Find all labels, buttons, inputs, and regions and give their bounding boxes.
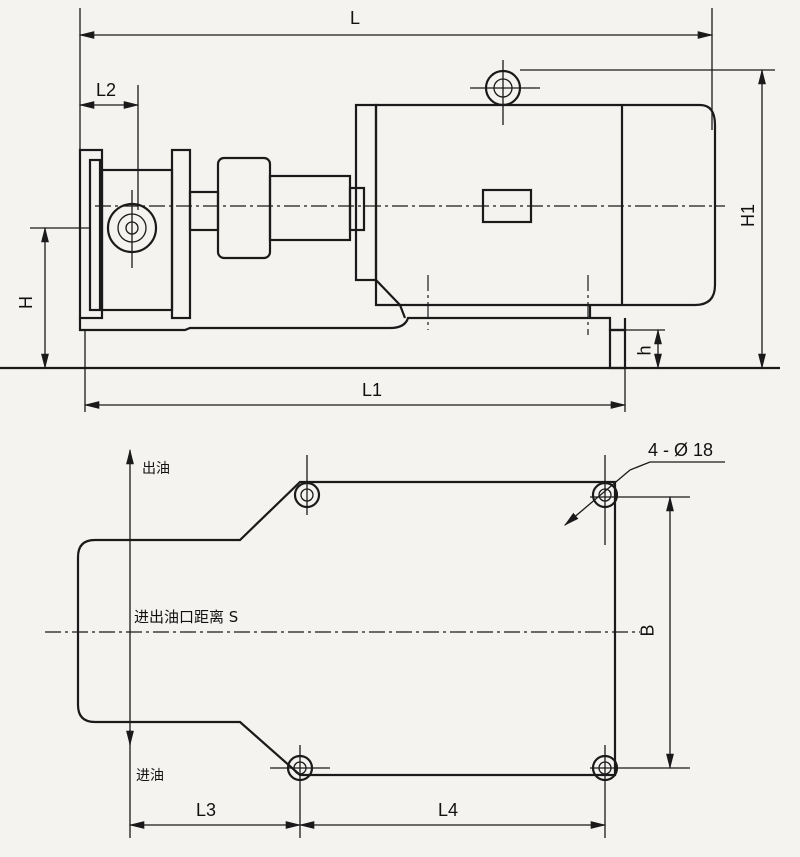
elevation-view xyxy=(0,8,780,412)
dim-L1-label: L1 xyxy=(362,380,383,400)
dim-H1-label: H1 xyxy=(738,203,759,228)
dim-B-label: B xyxy=(637,624,658,637)
plan-view xyxy=(45,448,725,838)
dim-h-label: h xyxy=(634,345,655,356)
coupling xyxy=(216,156,272,260)
port-distance-label: 进出油口距离 S xyxy=(134,608,239,626)
dim-L-label: L xyxy=(350,8,361,28)
motor-body xyxy=(374,103,717,307)
base-frame xyxy=(78,316,627,332)
outlet-label: 出油 xyxy=(142,461,170,477)
dim-L2-label: L2 xyxy=(96,80,117,100)
hole-note: 4 - Ø 18 xyxy=(648,440,714,460)
dim-L3-label: L3 xyxy=(196,800,217,820)
pump-body xyxy=(100,168,174,312)
base-outline xyxy=(76,480,617,777)
pump-flange-right xyxy=(170,148,192,320)
dim-H-label: H xyxy=(16,296,36,309)
inlet-label: 进油 xyxy=(136,768,164,784)
dim-L4-label: L4 xyxy=(438,800,459,820)
